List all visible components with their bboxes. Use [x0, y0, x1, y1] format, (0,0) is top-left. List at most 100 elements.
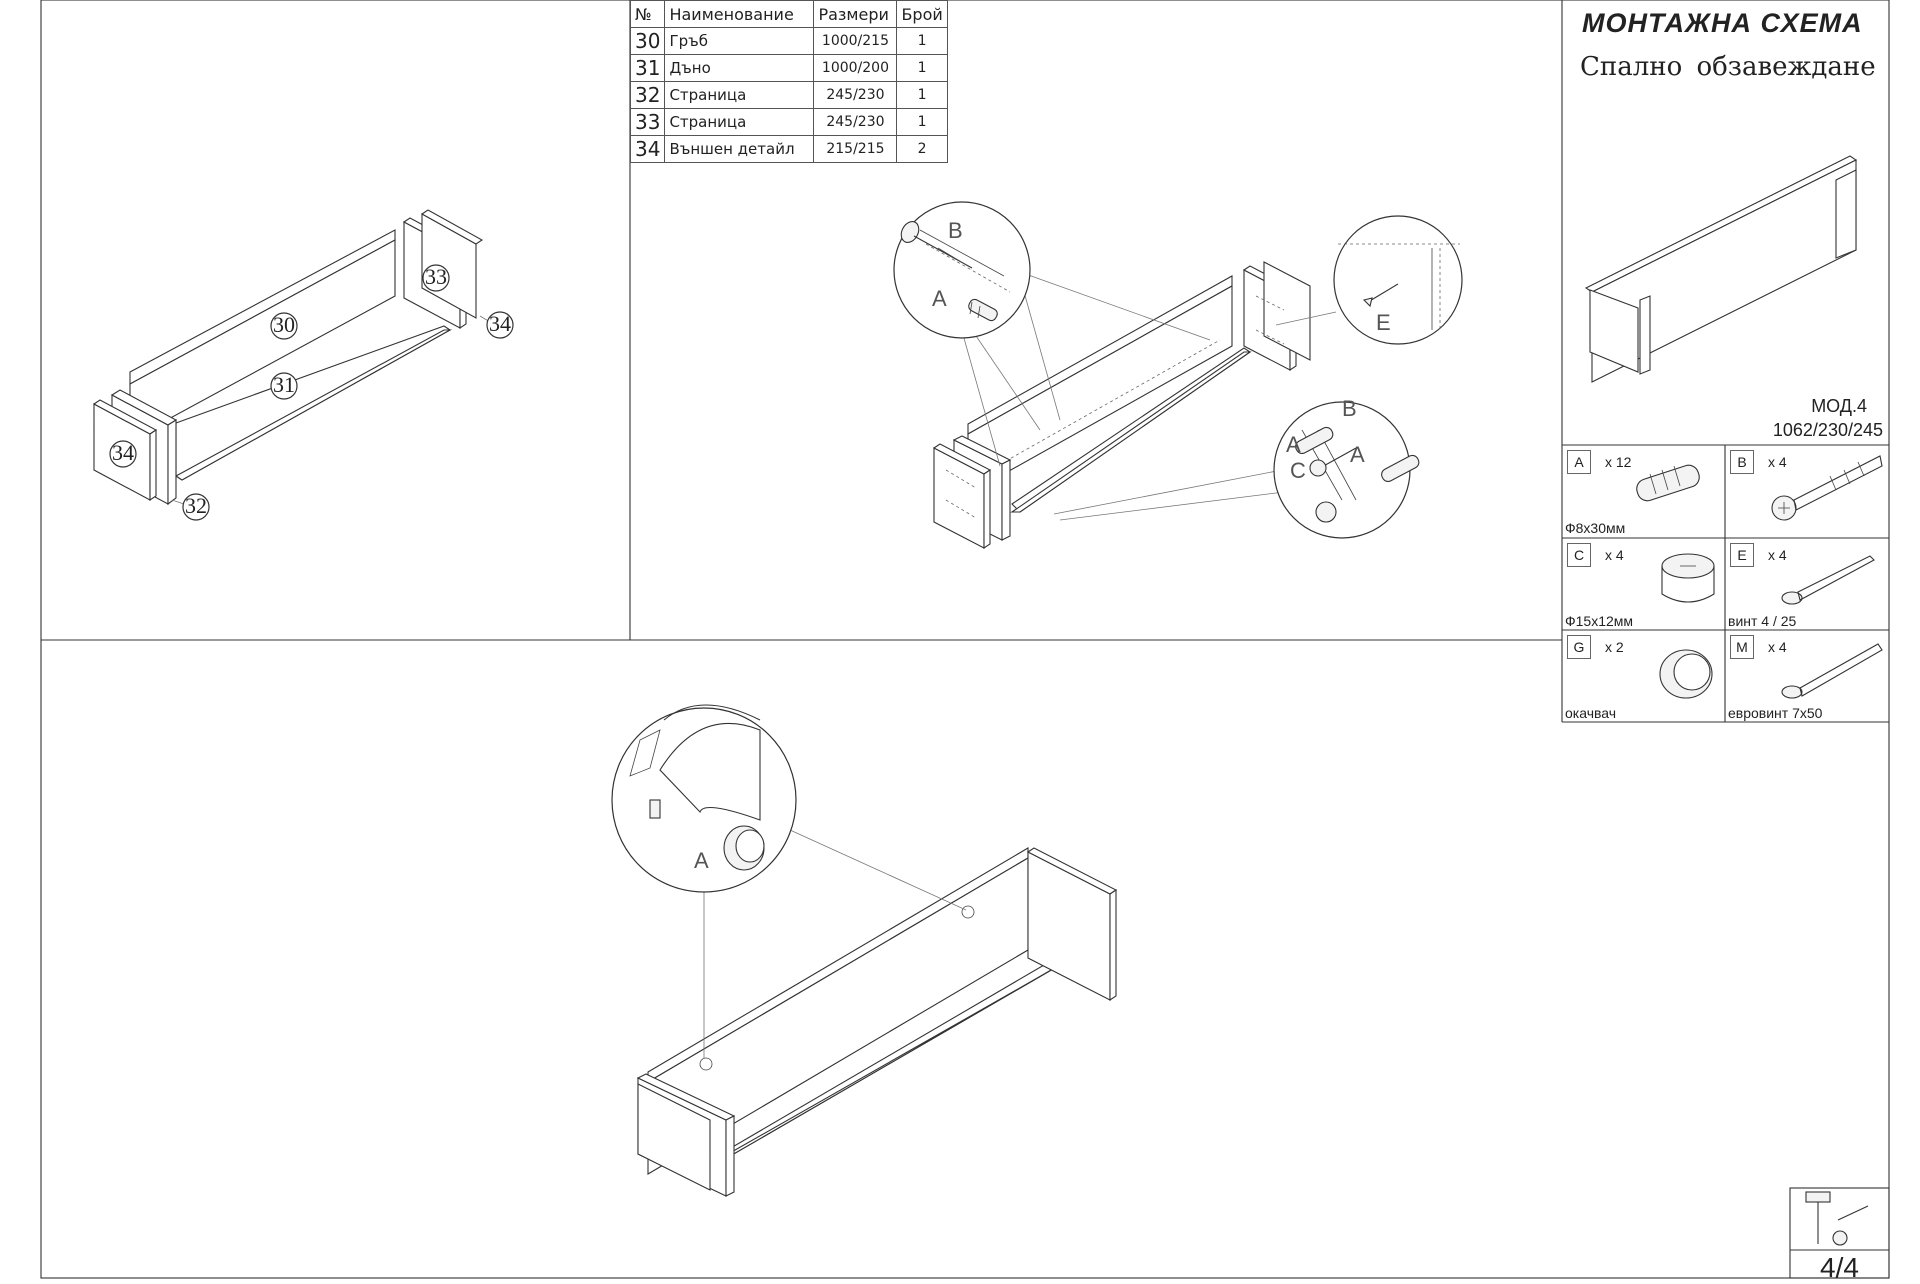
- page-number: 4/4: [1820, 1252, 1859, 1283]
- detail-assembly-view: B A E B A A C: [893, 201, 1463, 550]
- detail-outer-right: [1263, 261, 1311, 361]
- finished-shelf-preview: [1584, 155, 1858, 383]
- table-row: 32 Страница 245/230 1: [629, 81, 948, 109]
- hardware-cell-g: G x 2 окачвач: [1563, 631, 1725, 724]
- cell-size: 215/215: [813, 135, 898, 163]
- dowel-icon: [1636, 464, 1700, 502]
- cell-qty: 1: [896, 108, 948, 136]
- wall-mount-view: A: [611, 704, 1118, 1197]
- cell-name: Външен детайл: [664, 135, 815, 163]
- hardware-desc: винт 4 / 25: [1728, 613, 1797, 629]
- hardware-letter: B: [1730, 450, 1754, 474]
- cell-number: 34: [629, 135, 666, 163]
- wood-screw-icon: [1781, 555, 1875, 605]
- detail-circle-cam-lock: B A A C: [1273, 396, 1420, 539]
- hanger-insert-detail: [723, 825, 765, 871]
- cell-size: 245/230: [813, 81, 898, 109]
- table-row: 33 Страница 245/230 1: [629, 108, 948, 136]
- table-row: 30 Гръб 1000/215 1: [629, 27, 948, 55]
- hardware-desc: евровинт 7x50: [1728, 705, 1823, 721]
- svg-text:A: A: [694, 848, 709, 873]
- mount-outer-left: [637, 1083, 711, 1191]
- svg-text:A: A: [1350, 442, 1365, 467]
- model-code: МОД.4: [1811, 396, 1867, 416]
- hardware-letter: E: [1730, 543, 1754, 567]
- euro-screw-icon: [1781, 643, 1883, 699]
- table-header-row: № Наименование Размери Брой: [629, 0, 948, 28]
- mount-side-right: [1027, 851, 1111, 1001]
- hardware-desc: окачвач: [1565, 705, 1617, 721]
- hardware-qty: x 4: [1768, 547, 1787, 563]
- detail-circle-dowel-bolt: B A: [893, 201, 1031, 339]
- sheet-frame: [40, 0, 1890, 1279]
- col-number: №: [629, 0, 666, 28]
- parts-table: № Наименование Размери Брой 30 Гръб 1000…: [629, 0, 948, 163]
- hardware-letter: M: [1730, 635, 1754, 659]
- label-34-right: 34: [479, 311, 514, 339]
- cell-number: 31: [629, 54, 666, 82]
- svg-text:E: E: [1376, 310, 1391, 335]
- page-title: МОНТАЖНА СХЕМА: [1582, 8, 1863, 38]
- svg-text:32: 32: [185, 493, 207, 518]
- table-row: 34 Външен детайл 215/215 2: [629, 135, 948, 163]
- hanger-hole-left: [699, 1057, 713, 1071]
- hardware-qty: x 4: [1768, 454, 1787, 470]
- svg-text:31: 31: [273, 372, 295, 397]
- cell-qty: 1: [896, 27, 948, 55]
- cell-size: 1000/215: [813, 27, 898, 55]
- detail-circle-screw: E: [1333, 215, 1463, 345]
- cell-name: Гръб: [664, 27, 815, 55]
- hardware-letter: C: [1567, 543, 1591, 567]
- title-block: МОНТАЖНА СХЕМА Спално обзавеждане МОД.4 …: [1562, 0, 1889, 445]
- exploded-view: 30 31 33 34 34 32: [92, 209, 514, 521]
- cell-number: 32: [629, 81, 666, 109]
- tools-icon: [1805, 1191, 1869, 1246]
- svg-text:34: 34: [489, 311, 511, 336]
- hardware-letter: G: [1567, 635, 1591, 659]
- label-30: 30: [270, 312, 298, 340]
- hardware-cell-e: E x 4 винт 4 / 25: [1726, 539, 1888, 632]
- hardware-cell-a: A x 12 Ф8x30мм: [1563, 446, 1725, 539]
- hanger-hole-right: [961, 905, 975, 919]
- svg-text:C: C: [1290, 458, 1306, 483]
- hardware-desc: Ф15x12мм: [1565, 613, 1634, 629]
- hardware-letter: A: [1567, 450, 1591, 474]
- hardware-cell-c: C x 4 Ф15x12мм: [1563, 539, 1725, 632]
- cell-size: 245/230: [813, 108, 898, 136]
- hardware-qty: x 12: [1605, 454, 1632, 470]
- hardware-qty: x 2: [1605, 639, 1624, 655]
- svg-text:A: A: [1286, 432, 1301, 457]
- svg-text:30: 30: [273, 312, 295, 337]
- cell-size: 1000/200: [813, 54, 898, 82]
- svg-text:33: 33: [425, 264, 447, 289]
- svg-text:B: B: [948, 218, 963, 243]
- cam-lock-icon: [1661, 553, 1715, 603]
- page-number-box: [1789, 1187, 1890, 1279]
- hardware-cell-m: M x 4 евровинт 7x50: [1726, 631, 1888, 724]
- col-name: Наименование: [664, 0, 815, 28]
- cell-name: Страница: [664, 108, 815, 136]
- detail-circle-hanger: A: [611, 704, 797, 893]
- hardware-cell-b: B x 4: [1726, 446, 1888, 539]
- hardware-qty: x 4: [1768, 639, 1787, 655]
- hardware-qty: x 4: [1605, 547, 1624, 563]
- table-row: 31 Дъно 1000/200 1: [629, 54, 948, 82]
- cell-name: Страница: [664, 81, 815, 109]
- model-dimensions: 1062/230/245: [1772, 420, 1883, 440]
- label-34-left: 34: [109, 440, 137, 468]
- connector-bolt-icon: [1771, 455, 1883, 521]
- cell-qty: 1: [896, 81, 948, 109]
- hanger-icon: [1659, 649, 1713, 699]
- dowel-a-detail: [968, 298, 998, 322]
- col-size: Размери: [813, 0, 898, 28]
- label-33: 33: [422, 264, 450, 292]
- svg-text:34: 34: [112, 440, 134, 465]
- cell-qty: 2: [896, 135, 948, 163]
- cell-number: 33: [629, 108, 666, 136]
- connector-bolt-detail: [900, 221, 973, 269]
- cell-name: Дъно: [664, 54, 815, 82]
- cell-qty: 1: [896, 54, 948, 82]
- cell-number: 30: [629, 27, 666, 55]
- page-subtitle: Спално обзавеждане: [1580, 52, 1876, 82]
